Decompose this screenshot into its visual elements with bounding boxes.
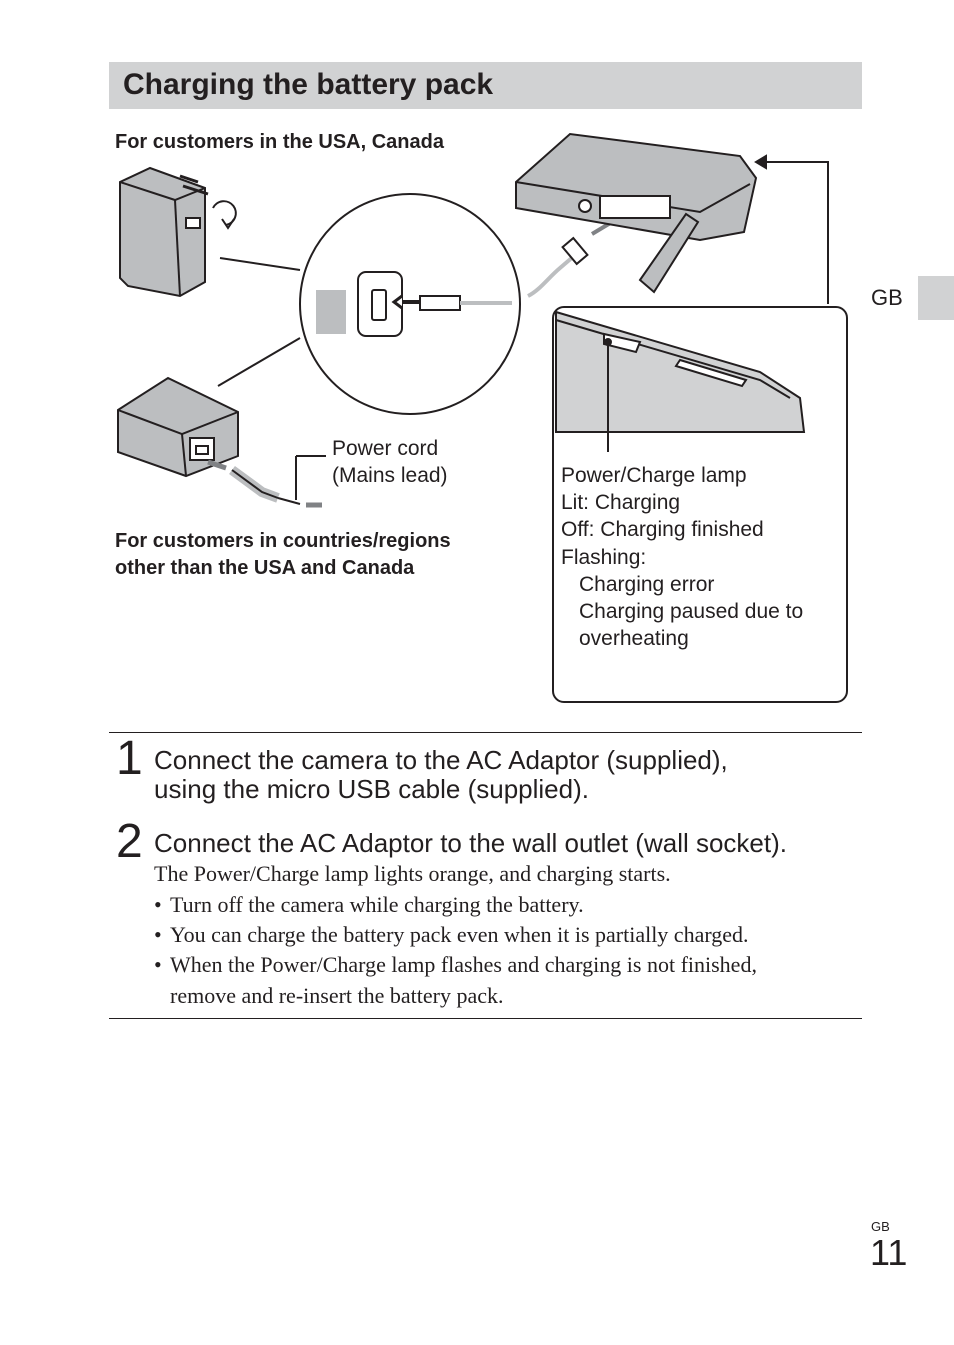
pointer-arrow-icon — [754, 154, 829, 304]
step-2-bullet-3-cont: remove and re-insert the battery pack. — [170, 983, 504, 1008]
step-1-line2: using the micro USB cable (supplied). — [154, 774, 589, 804]
step-2-body: The Power/Charge lamp lights orange, and… — [154, 861, 671, 886]
camera-icon — [515, 132, 758, 294]
step-1-line1: Connect the camera to the AC Adaptor (su… — [154, 745, 728, 775]
side-tab-marker — [918, 276, 954, 320]
steps-top-rule — [109, 732, 862, 733]
caption-usa-canada: For customers in the USA, Canada — [115, 131, 444, 153]
page-region-label: GB — [871, 1219, 890, 1234]
lamp-label-title: Power/Charge lamp — [561, 464, 747, 487]
step-2-bullet-1: Turn off the camera while charging the b… — [170, 892, 584, 917]
lamp-label-lit: Lit: Charging — [561, 491, 681, 514]
mains-lead-label: (Mains lead) — [332, 464, 448, 487]
page-number: 11 — [870, 1232, 908, 1273]
side-tab-label: GB — [871, 285, 903, 310]
lamp-label-paused: Charging paused due to — [579, 600, 804, 623]
magnifier-callout — [217, 193, 521, 415]
page-title: Charging the battery pack — [123, 68, 494, 101]
bullet-dot: • — [154, 922, 162, 947]
lamp-label-overheating: overheating — [579, 627, 689, 650]
caption-other-regions-line2: other than the USA and Canada — [115, 557, 415, 579]
step-1-number: 1 — [116, 732, 143, 785]
step-2-number: 2 — [116, 815, 143, 868]
lamp-label-flashing: Flashing: — [561, 546, 647, 569]
caption-other-regions-line1: For customers in countries/regions — [115, 530, 451, 552]
bullet-dot: • — [154, 952, 162, 977]
bullet-dot: • — [154, 892, 162, 917]
power-cord-icon — [207, 455, 326, 508]
lamp-label-off: Off: Charging finished — [561, 518, 764, 541]
step-2-line1: Connect the AC Adaptor to the wall outle… — [154, 828, 788, 858]
lamp-closeup-icon — [555, 310, 806, 452]
steps-bottom-rule — [109, 1018, 862, 1019]
usb-cable-icon — [527, 220, 614, 298]
power-cord-label: Power cord — [332, 437, 439, 460]
intl-ac-adaptor-icon — [117, 376, 239, 478]
step-2-bullet-3: When the Power/Charge lamp flashes and c… — [170, 952, 757, 977]
us-ac-adaptor-icon — [119, 166, 237, 298]
step-2-bullet-2: You can charge the battery pack even whe… — [170, 922, 749, 947]
lamp-label-error: Charging error — [579, 573, 715, 596]
section-title-bar — [109, 62, 862, 109]
